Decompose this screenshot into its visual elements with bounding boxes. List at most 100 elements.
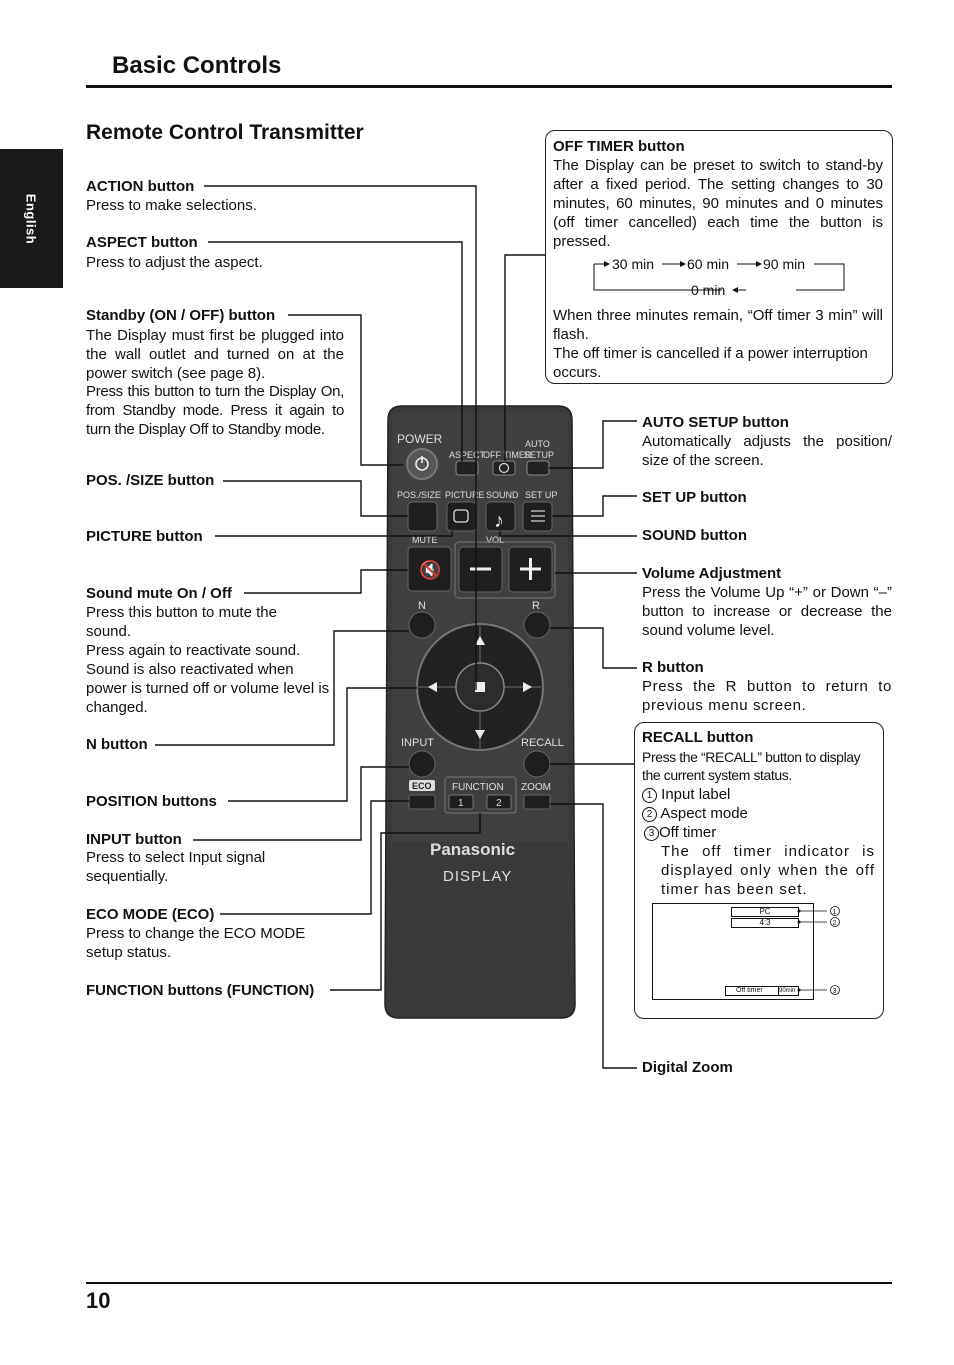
r-desc: Press the R button to return to previous… [642, 678, 892, 714]
action-icon [475, 682, 485, 692]
pos-size-button[interactable] [407, 501, 438, 532]
remote-label-eco: ECO [412, 781, 432, 791]
circled-number-3-icon: 3 [644, 825, 659, 841]
setup-label: SET UP button [642, 489, 747, 506]
remote-label-aspect: ASPECT [449, 450, 486, 460]
recall-screen-preview: PC 4:3 Off timer 90min [652, 903, 814, 1000]
function-1-label: 1 [458, 798, 464, 809]
auto-setup-label: AUTO SETUP button [642, 414, 789, 431]
header-rule [86, 85, 892, 88]
r-button[interactable] [523, 611, 551, 639]
remote-label-vol: VOL [486, 535, 504, 545]
pos-size-label: POS. /SIZE button [86, 472, 215, 489]
sound-label: SOUND button [642, 527, 747, 544]
aspect-label: ASPECT button [86, 234, 198, 251]
picture-button[interactable] [446, 501, 477, 532]
zoom-label: Digital Zoom [642, 1059, 733, 1076]
screen-input-label: PC [731, 907, 799, 917]
up-arrow-icon [475, 636, 485, 645]
screen-off-timer: Off timer 90min [725, 986, 799, 996]
recall-label: RECALL button [642, 729, 754, 746]
off-timer-note-2: The off timer is cancelled if a power in… [553, 345, 868, 381]
cycle-90: 90 min [763, 256, 805, 272]
cycle-30: 30 min [612, 256, 654, 272]
recall-button[interactable] [523, 750, 551, 778]
off-timer-desc: The Display can be preset to switch to s… [553, 157, 883, 250]
recall-item-1-text: Input label [661, 786, 731, 803]
footer-rule [86, 1282, 892, 1284]
eco-desc: Press to change the ECO MODE setup statu… [86, 925, 306, 961]
remote-label-recall: RECALL [521, 737, 564, 749]
input-desc: Press to select Input signal sequentiall… [86, 849, 266, 885]
cycle-60: 60 min [687, 256, 729, 272]
auto-setup-button[interactable] [526, 460, 550, 476]
recall-item-3-text: Off timer [659, 824, 717, 841]
remote-label-possize: POS./SIZE [397, 490, 441, 500]
power-button[interactable] [406, 448, 438, 480]
off-timer-cycle-diagram: 30 min 60 min 90 min 0 min [593, 256, 845, 298]
language-side-tab: English [0, 149, 63, 288]
mute-desc-1: Press this button to mute the sound. [86, 604, 277, 640]
input-label: INPUT button [86, 831, 182, 848]
volume-desc: Press the Volume Up “+” or Down “–” butt… [642, 584, 892, 639]
remote-label-n: N [418, 600, 426, 612]
zoom-button[interactable] [523, 794, 551, 810]
function-2-button[interactable] [486, 794, 512, 810]
eco-label: ECO MODE (ECO) [86, 906, 215, 923]
remote-label-r: R [532, 600, 540, 612]
left-arrow-icon [428, 682, 437, 692]
standby-desc-1: The Display must first be plugged into t… [86, 327, 344, 382]
n-button[interactable] [408, 611, 436, 639]
eco-badge [409, 780, 435, 791]
recall-desc: Press the “RECALL” button to display the… [642, 749, 861, 783]
volume-label: Volume Adjustment [642, 565, 782, 582]
recall-item-2-text: Aspect mode [660, 805, 748, 822]
remote-label-input: INPUT [401, 737, 434, 749]
standby-desc-2: Press this button to turn the Display On… [86, 383, 344, 438]
remote-label-offtimer: OFF TIMER [483, 450, 532, 460]
eco-button[interactable] [408, 794, 436, 810]
callout-1: 1 [833, 909, 837, 916]
cycle-0: 0 min [691, 282, 725, 298]
callout-3: 3 [833, 988, 837, 995]
standby-label: Standby (ON / OFF) button [86, 307, 276, 324]
list-icon [531, 510, 545, 522]
remote-label-zoom: ZOOM [521, 782, 551, 793]
leader-lines [155, 185, 637, 1069]
aspect-button[interactable] [455, 460, 479, 476]
section-title: Remote Control Transmitter [86, 121, 364, 144]
mute-button[interactable] [407, 546, 452, 592]
off-timer-label: OFF TIMER button [553, 138, 685, 155]
right-arrow-icon [523, 682, 532, 692]
picture-label: PICTURE button [86, 528, 203, 545]
music-note-icon: ♪ [494, 510, 504, 532]
function-1-button[interactable] [448, 794, 474, 810]
remote-label-mute: MUTE [412, 535, 438, 545]
off-timer-button[interactable] [492, 460, 516, 476]
plus-icon [520, 558, 541, 580]
remote-label-picture: PICTURE [445, 490, 485, 500]
remote-label-setup-top: SETUP [524, 450, 554, 460]
screen-callouts: 1 2 3 [797, 906, 840, 995]
off-timer-note-1: When three minutes remain, “Off timer 3 … [553, 307, 883, 343]
picture-icon [453, 509, 469, 523]
position-label: POSITION buttons [86, 793, 217, 810]
remote-label-sound: SOUND [486, 490, 519, 500]
mute-icon: 🔇 [419, 559, 441, 580]
recall-box: RECALL button Press the “RECALL” button … [634, 722, 884, 1019]
circled-number-1-icon: 1 [642, 787, 657, 803]
auto-setup-desc: Automatically adjusts the position/ size… [642, 433, 892, 469]
model-label: DISPLAY [443, 868, 512, 885]
callout-2: 2 [833, 920, 837, 927]
aspect-desc: Press to adjust the aspect. [86, 254, 263, 271]
mute-label: Sound mute On / Off [86, 585, 232, 602]
input-button[interactable] [408, 750, 436, 778]
volume-group [454, 541, 556, 599]
remote-label-power: POWER [397, 432, 443, 446]
screen-timer-label: Off timer [736, 987, 763, 994]
remote-label-auto: AUTO [525, 439, 550, 449]
recall-note: The off timer indicator is displayed onl… [661, 843, 875, 898]
action-desc: Press to make selections. [86, 197, 257, 214]
